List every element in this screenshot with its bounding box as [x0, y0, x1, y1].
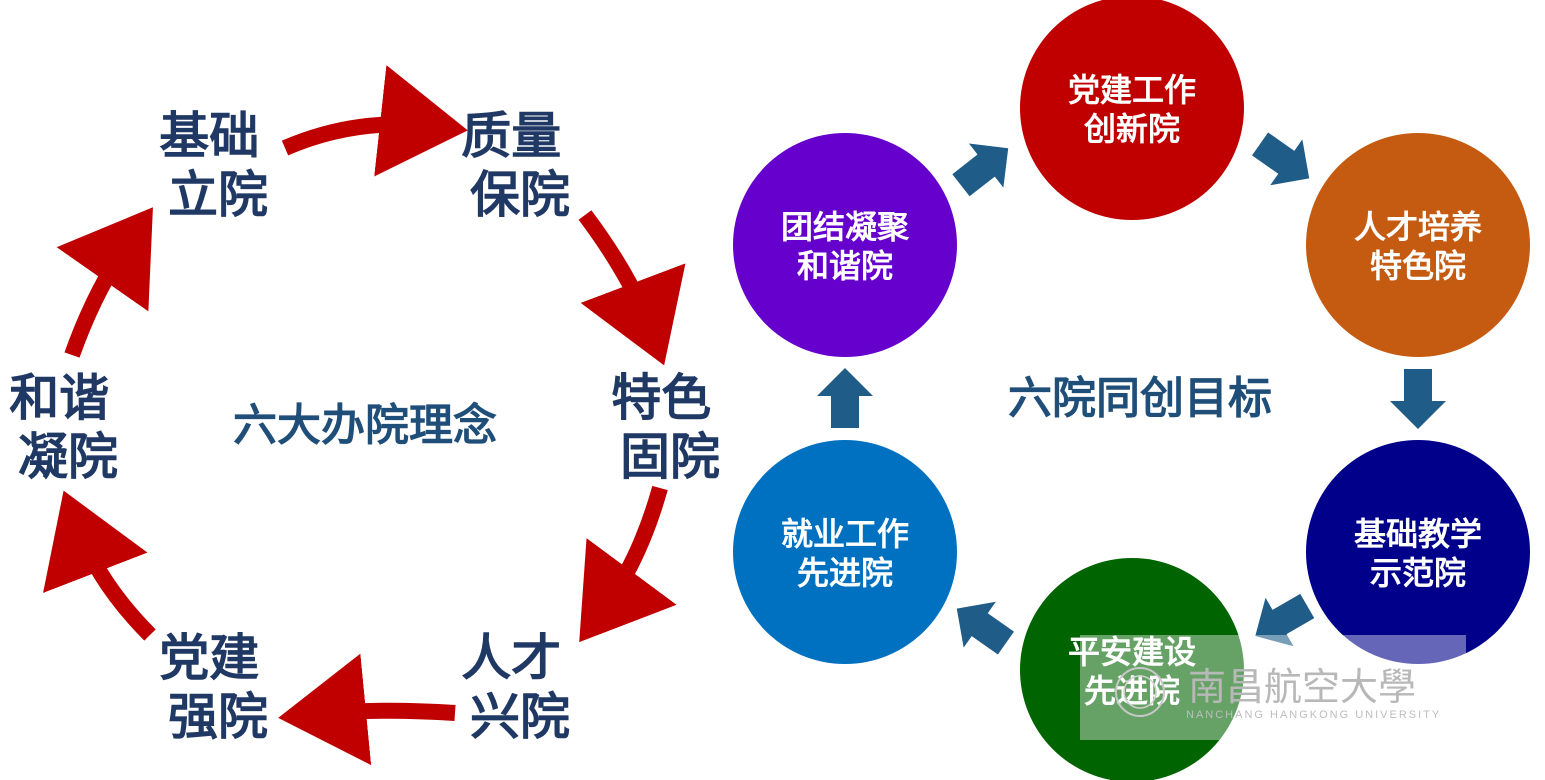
circle-employment: 就业工作先进院: [733, 440, 957, 664]
svg-text:团结凝聚和谐院: 团结凝聚和谐院: [781, 208, 910, 285]
left-center-title: 六大办院理念: [233, 400, 497, 451]
circle-party-innovation: 党建工作创新院: [1020, 0, 1244, 220]
circle-unity-harmony: 团结凝聚和谐院: [733, 133, 957, 357]
right-center-title: 六院同创目标: [1008, 373, 1272, 424]
arrow-employ-to-unity-circle: [817, 368, 873, 428]
svg-text:人才培养特色院: 人才培养特色院: [1354, 208, 1482, 285]
university-watermark: 南昌航空大學 NANCHANG HANGKONG UNIVERSITY: [1080, 635, 1466, 740]
arrow-talent-to-party: [278, 653, 456, 766]
arrow-party-to-talent-circle: [1252, 132, 1310, 186]
arrow-base-to-quality: [281, 65, 468, 177]
right-cycle-nodes: 党建工作创新院 人才培养特色院 基础教学示范院 平安建设先进院 就业工作先进院 …: [733, 0, 1530, 780]
left-node-quality: 质量 保院: [461, 107, 578, 224]
svg-text:就业工作先进院: 就业工作先进院: [781, 515, 909, 592]
left-cycle-arrows: [43, 65, 686, 766]
left-node-party: 党建 强院: [159, 629, 276, 746]
left-node-feature: 特色 固院: [611, 369, 728, 486]
watermark-name: 南昌航空大學: [1188, 665, 1416, 709]
svg-text:党建工作创新院: 党建工作创新院: [1068, 71, 1196, 148]
left-node-talent: 人才 兴院: [461, 629, 578, 746]
arrow-quality-to-feature: [578, 210, 686, 366]
circle-talent-feature: 人才培养特色院: [1306, 133, 1530, 357]
arrow-base-to-safety-circle: [1255, 593, 1315, 647]
arrow-feature-to-talent: [579, 485, 677, 643]
arrow-talent-to-base-circle: [1390, 369, 1446, 429]
watermark-subtitle: NANCHANG HANGKONG UNIVERSITY: [1186, 709, 1441, 721]
left-node-base: 基础 立院: [159, 107, 276, 224]
arrow-harmony-to-base: [56, 207, 153, 358]
circle-base-teaching: 基础教学示范院: [1306, 440, 1530, 664]
left-cycle-nodes: 基础 立院 质量 保院 特色 固院 人才 兴院 党建 强院 和谐 凝院: [9, 107, 728, 746]
arrow-party-to-harmony: [43, 490, 156, 641]
svg-text:基础教学示范院: 基础教学示范院: [1354, 515, 1482, 592]
left-node-harmony: 和谐 凝院: [9, 369, 126, 486]
arrow-harmony-to-party-circle: [952, 143, 1009, 197]
university-seal-icon: [1115, 667, 1165, 717]
arrow-safety-to-employ-circle: [956, 601, 1014, 655]
right-cycle-arrows: [817, 132, 1446, 655]
